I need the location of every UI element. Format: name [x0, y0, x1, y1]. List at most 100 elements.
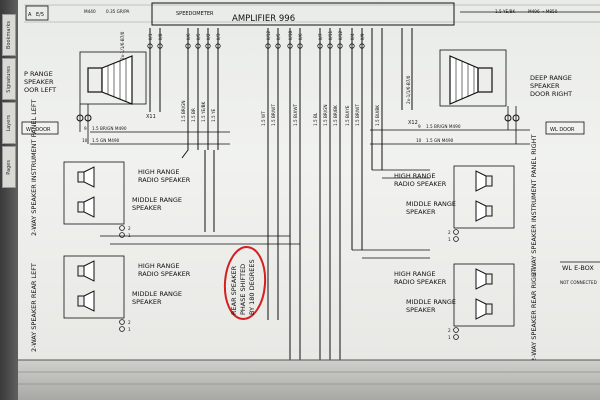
- middle-range-label: SPEAKER: [132, 204, 162, 212]
- not-connected-note: NOT CONNECTED: [560, 280, 597, 285]
- right-door-box-label: WL DOOR: [550, 127, 575, 133]
- left-door-label-3: OOR LEFT: [24, 86, 56, 94]
- x11-label: X11: [146, 114, 156, 120]
- tab-bookmarks[interactable]: Bookmarks: [2, 14, 16, 56]
- sidebar-tabs: Bookmarks Signatures Layers Pages: [2, 14, 16, 190]
- wire-code: 1.5 BR/WT: [271, 104, 276, 126]
- tab-pages[interactable]: Pages: [2, 146, 16, 188]
- left-door-wire-1: 1.5 BR/GN M490: [92, 126, 127, 131]
- high-range-label: RADIO SPEAKER: [394, 278, 447, 286]
- wire-code: 1.5 BR/GN: [181, 100, 186, 122]
- phase-annotation: REAR SPEAKER PHASE SHIFTED BY 180 DEGREE…: [223, 246, 267, 320]
- middle-range-speaker-icon: [77, 196, 95, 218]
- high-range-speaker-icon: [77, 260, 95, 282]
- left-panel-side-label: 2-WAY SPEAKER INSTRUMENT PANEL LEFT: [30, 99, 38, 236]
- left-door-box-label: WL DOOR: [26, 127, 51, 133]
- high-range-label: HIGH RANGE: [138, 168, 180, 176]
- speedometer-label: SPEEDOMETER: [176, 11, 214, 17]
- top-right-code: 1.5 YE/BK: [495, 9, 515, 14]
- wire-code: 1.5 BU/WT: [293, 104, 298, 126]
- left-door-label-1: P RANGE: [24, 70, 53, 78]
- tab-signatures[interactable]: Signatures: [2, 58, 16, 100]
- right-panel-side-label: 2-WAY SPEAKER INSTRUMENT PANEL RIGHT: [530, 134, 538, 276]
- page-bottom-shadow: [18, 360, 600, 400]
- connector-pin-number: 2: [448, 328, 451, 333]
- high-range-label: HIGH RANGE: [394, 270, 436, 278]
- connector-pin: [119, 232, 125, 238]
- e-box-label: WL E-BOX: [562, 264, 594, 272]
- top-code-gr: 0.35 GR/PA: [106, 9, 129, 14]
- middle-range-label: MIDDLE RANGE: [406, 298, 456, 306]
- connector-pin-number: 2: [128, 320, 131, 325]
- right-door-wire-1: 1.5 BR/GN M490: [426, 124, 461, 129]
- connector-pin-number: 2: [448, 230, 451, 235]
- top-code-m: M440: [84, 9, 96, 14]
- wire-code: 1.5 BL: [313, 112, 318, 126]
- connector-pin-number: 1: [448, 237, 451, 242]
- left-door-pin-10: 10: [82, 138, 88, 143]
- connector-pin: [119, 225, 125, 231]
- high-range-speaker-icon: [77, 166, 95, 188]
- wire-code: 1.5 BR/GN: [323, 104, 328, 126]
- tab-layers[interactable]: Layers: [2, 102, 16, 144]
- header-frame: A E/5 M440 0.35 GR/PA SPEEDOMETER AMPLIF…: [24, 2, 600, 26]
- top-code-e: E/5: [36, 12, 44, 18]
- rear-right-side-label: 2-WAY SPEAKER REAR RIGHT: [530, 268, 538, 362]
- monitor-bezel: [0, 0, 22, 400]
- amplifier-title: AMPLIFIER 996: [232, 14, 295, 24]
- wire-code: 1.5 YE: [211, 108, 216, 122]
- left-door-pin-9: 9: [84, 126, 87, 131]
- connector-pin: [119, 319, 125, 325]
- middle-range-label: SPEAKER: [406, 208, 436, 216]
- connector-pin-number: 1: [128, 233, 131, 238]
- x11-code: 2x-1/1/6-B7/0: [120, 31, 125, 60]
- annotation-line-2: PHASE SHIFTED: [239, 264, 247, 315]
- right-door-wire-2: 1.5 GN M490: [426, 138, 454, 143]
- wire-code: 1.5 BU/YE: [345, 105, 350, 126]
- left-door-connector: X11 2x-1/1/6-B7/0: [76, 31, 156, 144]
- wire-code: 1.5 BU/BK: [375, 105, 380, 126]
- high-range-label: HIGH RANGE: [138, 262, 180, 270]
- middle-range-speaker-icon: [475, 298, 493, 320]
- left-door-wire-2: 1.5 GN M490: [92, 138, 120, 143]
- left-door-box: [21, 121, 59, 135]
- connector-pin: [119, 326, 125, 332]
- high-range-label: RADIO SPEAKER: [394, 180, 447, 188]
- right-door-label-3: DOOR RIGHT: [530, 90, 572, 98]
- connector-pin-number: 1: [128, 327, 131, 332]
- wire-codes: 1.5 BR/GN 1.5 BR 1.5 YE/BK 1.5 YE 1.5 WT 1.5 …: [181, 100, 380, 126]
- middle-range-label: MIDDLE RANGE: [132, 290, 182, 298]
- left-door-label-2: SPEAKER: [24, 78, 54, 86]
- high-range-speaker-icon: [475, 268, 493, 290]
- wire-code: 1.5 YE/BK: [201, 102, 206, 122]
- connector-pin: [453, 236, 459, 242]
- annotation-line-3: BY 180 DEGREES: [248, 259, 256, 315]
- top-right-code2: M496 → M850: [528, 9, 558, 14]
- middle-range-speaker-icon: [77, 290, 95, 312]
- connector-pin: [453, 327, 459, 333]
- high-range-label: RADIO SPEAKER: [138, 270, 191, 278]
- wire-code: 1.5 WT: [261, 111, 266, 126]
- middle-range-label: SPEAKER: [132, 298, 162, 306]
- wire-code: 1.5 BR: [191, 108, 196, 122]
- connector-pin-number: 2: [128, 226, 131, 231]
- wire-code: 1.5 BR/BK: [333, 105, 338, 126]
- connector-pin-number: 1: [448, 335, 451, 340]
- high-range-label: HIGH RANGE: [394, 172, 436, 180]
- x12-label: X12: [408, 120, 418, 126]
- middle-range-label: SPEAKER: [406, 306, 436, 314]
- connector-pin: [453, 334, 459, 340]
- middle-range-label: MIDDLE RANGE: [406, 200, 456, 208]
- right-door-label-1: DEEP RANGE: [530, 74, 572, 82]
- middle-range-speaker-icon: [475, 200, 493, 222]
- right-door-connector: X12 2x-1/1/6-B7/0: [406, 75, 520, 144]
- high-range-label: RADIO SPEAKER: [138, 176, 191, 184]
- x12-code: 2x-1/1/6-B7/0: [406, 75, 411, 104]
- wire-code: 1.5 BR/WT: [355, 104, 360, 126]
- top-code-a: A: [28, 12, 32, 18]
- left-door-speaker: [79, 51, 147, 105]
